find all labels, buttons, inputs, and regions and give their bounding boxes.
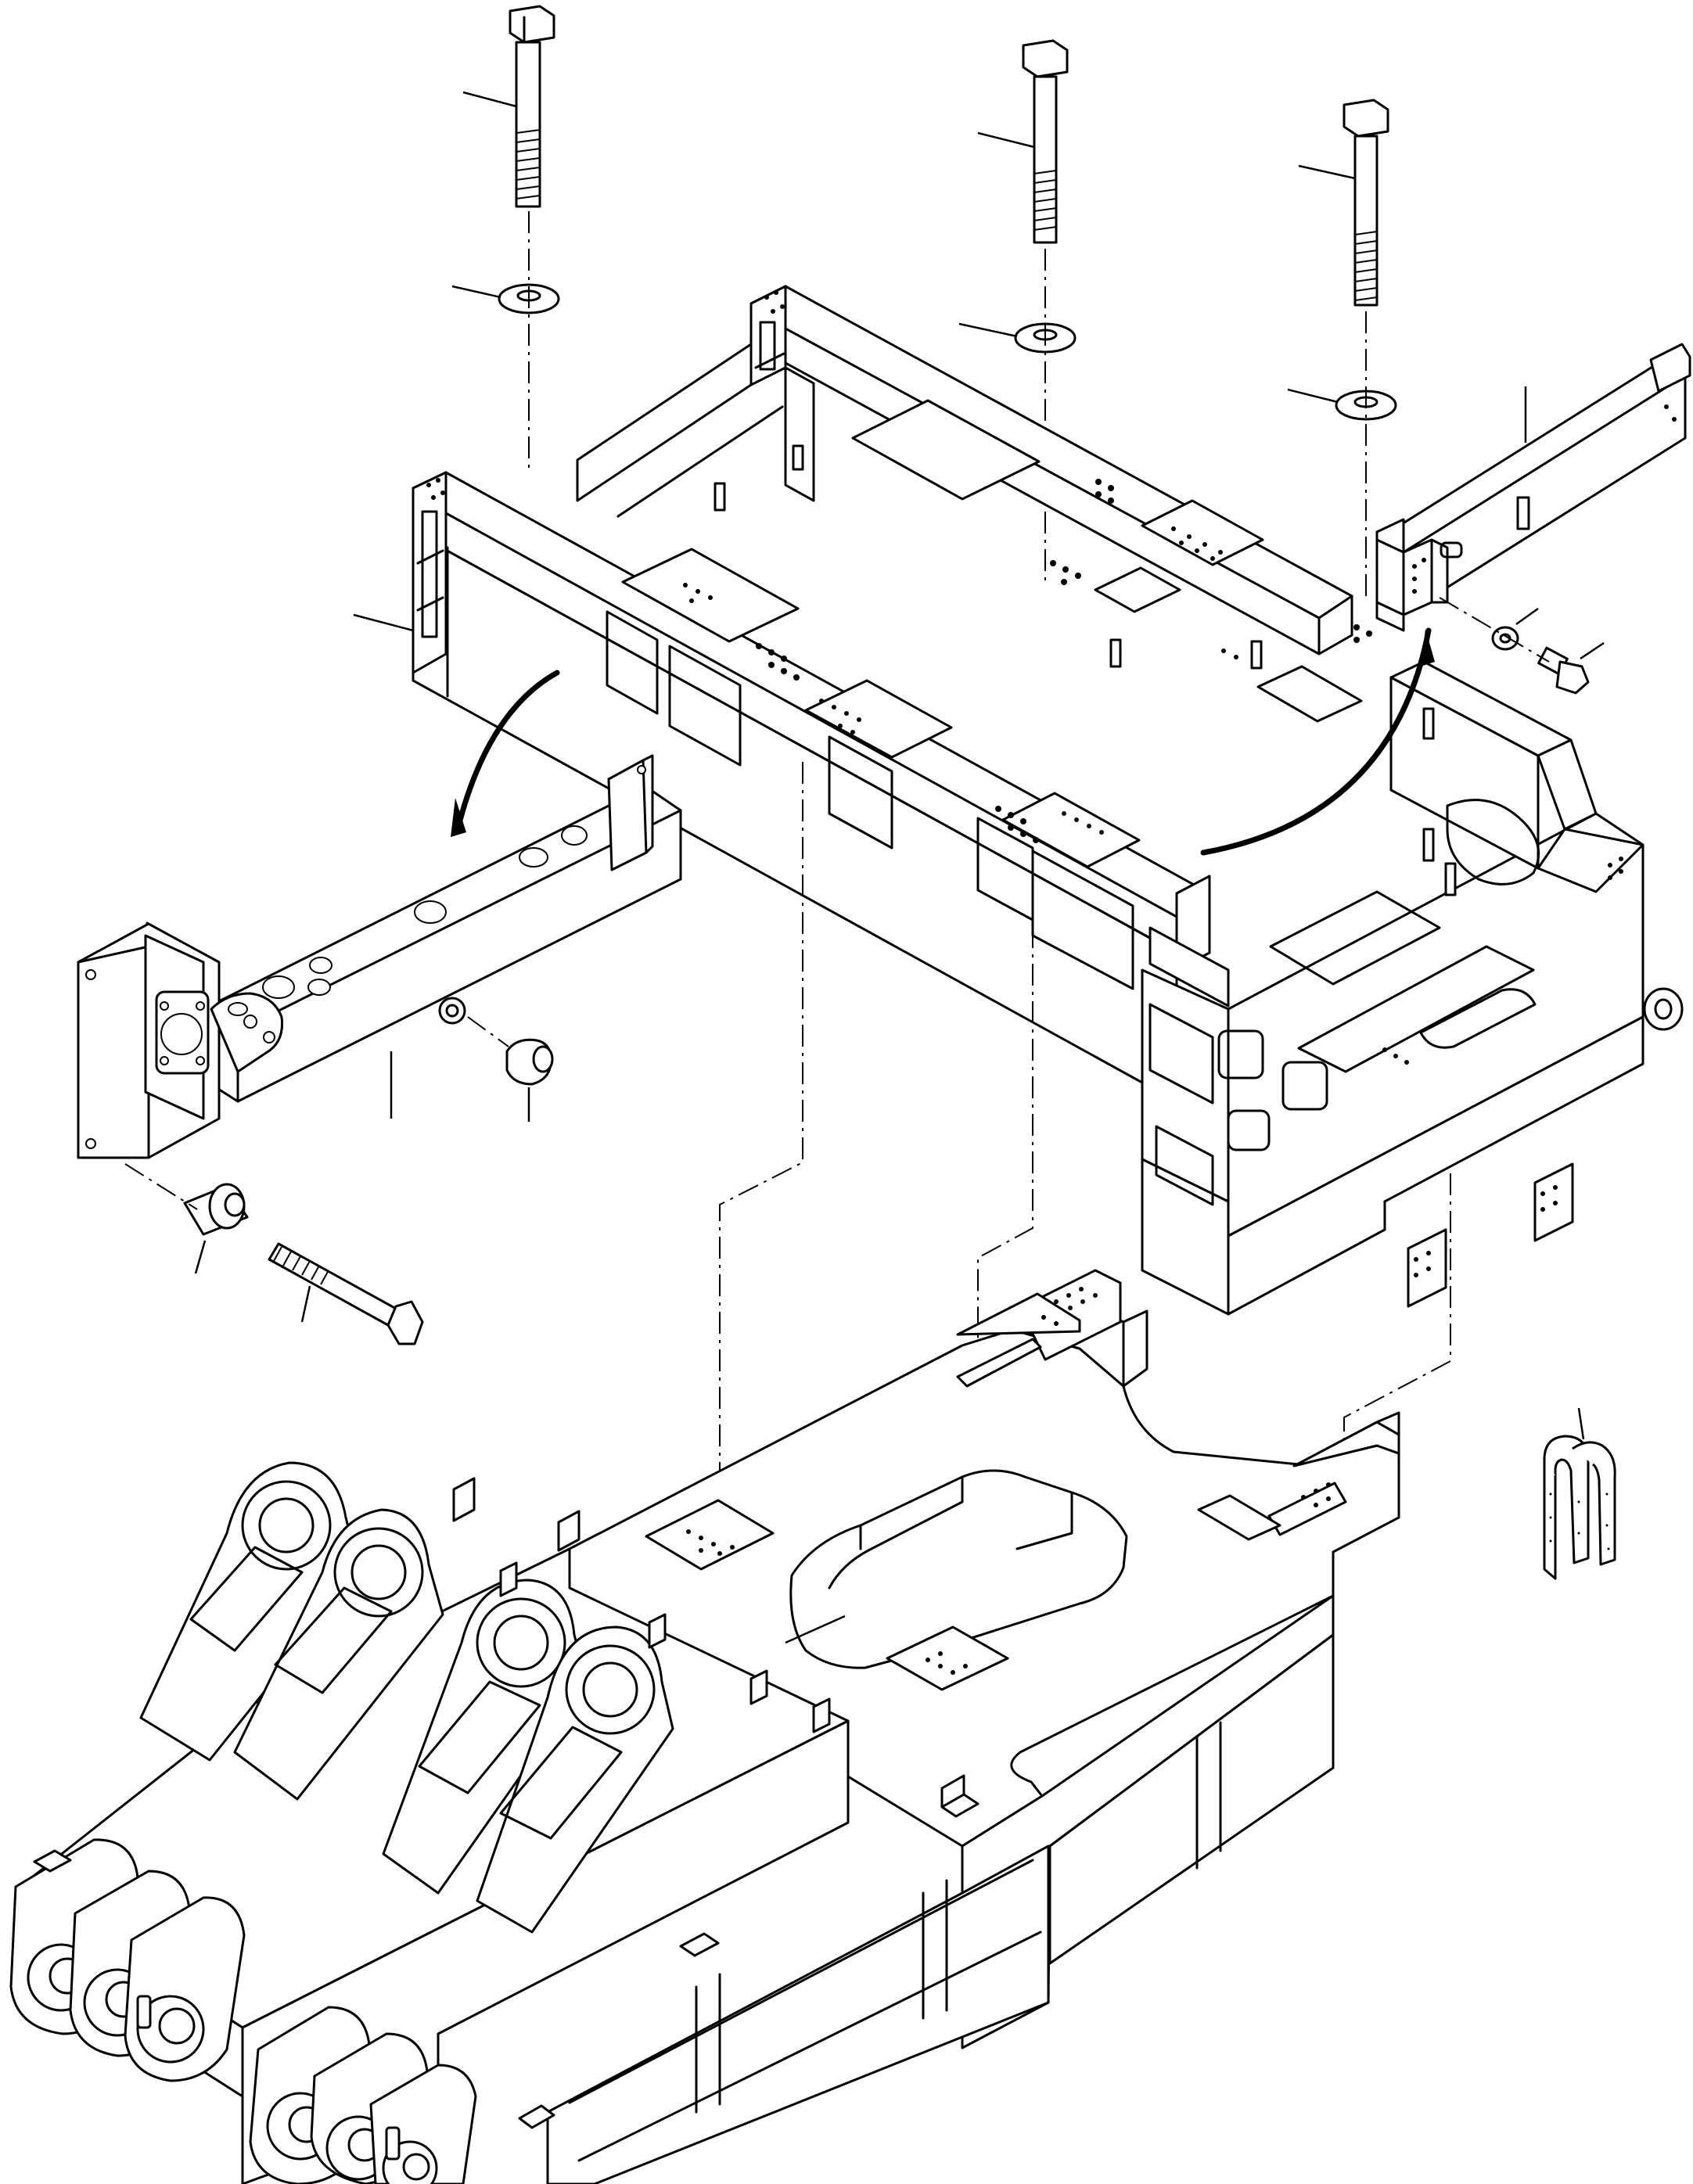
frame-hole-pattern bbox=[426, 290, 1623, 1277]
long-bolt-lower-left bbox=[268, 1242, 424, 1345]
upper-frame bbox=[412, 285, 1684, 1316]
spacer-sleeve bbox=[183, 1183, 249, 1274]
rubber-stop bbox=[467, 1016, 554, 1122]
right-beam-center-line bbox=[1439, 597, 1550, 663]
bolt-left bbox=[509, 5, 555, 208]
leader-lines-top bbox=[451, 91, 1356, 404]
rotation-arc-left bbox=[454, 670, 560, 835]
bolt-center-lines bbox=[528, 211, 1367, 596]
small-washer-right bbox=[1491, 607, 1539, 651]
clevis-lugs-left bbox=[9, 1838, 246, 2082]
bolt-center bbox=[1022, 39, 1069, 244]
left-outrigger-beam bbox=[77, 754, 682, 1159]
arrowhead-left bbox=[451, 798, 466, 837]
right-outrigger-beam bbox=[1375, 343, 1691, 632]
small-bolt-right bbox=[1537, 641, 1605, 695]
rotation-arc-right bbox=[1200, 627, 1432, 856]
arrowhead-right bbox=[1421, 629, 1435, 666]
bolt-right bbox=[1343, 99, 1389, 307]
rubber-edge-profile bbox=[1543, 1407, 1616, 1580]
assembly-center-lines bbox=[719, 762, 1451, 1489]
frame-leader bbox=[353, 613, 414, 632]
left-beam-center-line bbox=[124, 1163, 198, 1210]
base-subframe bbox=[9, 1269, 1400, 2184]
clevis-lugs-right bbox=[249, 2006, 477, 2184]
